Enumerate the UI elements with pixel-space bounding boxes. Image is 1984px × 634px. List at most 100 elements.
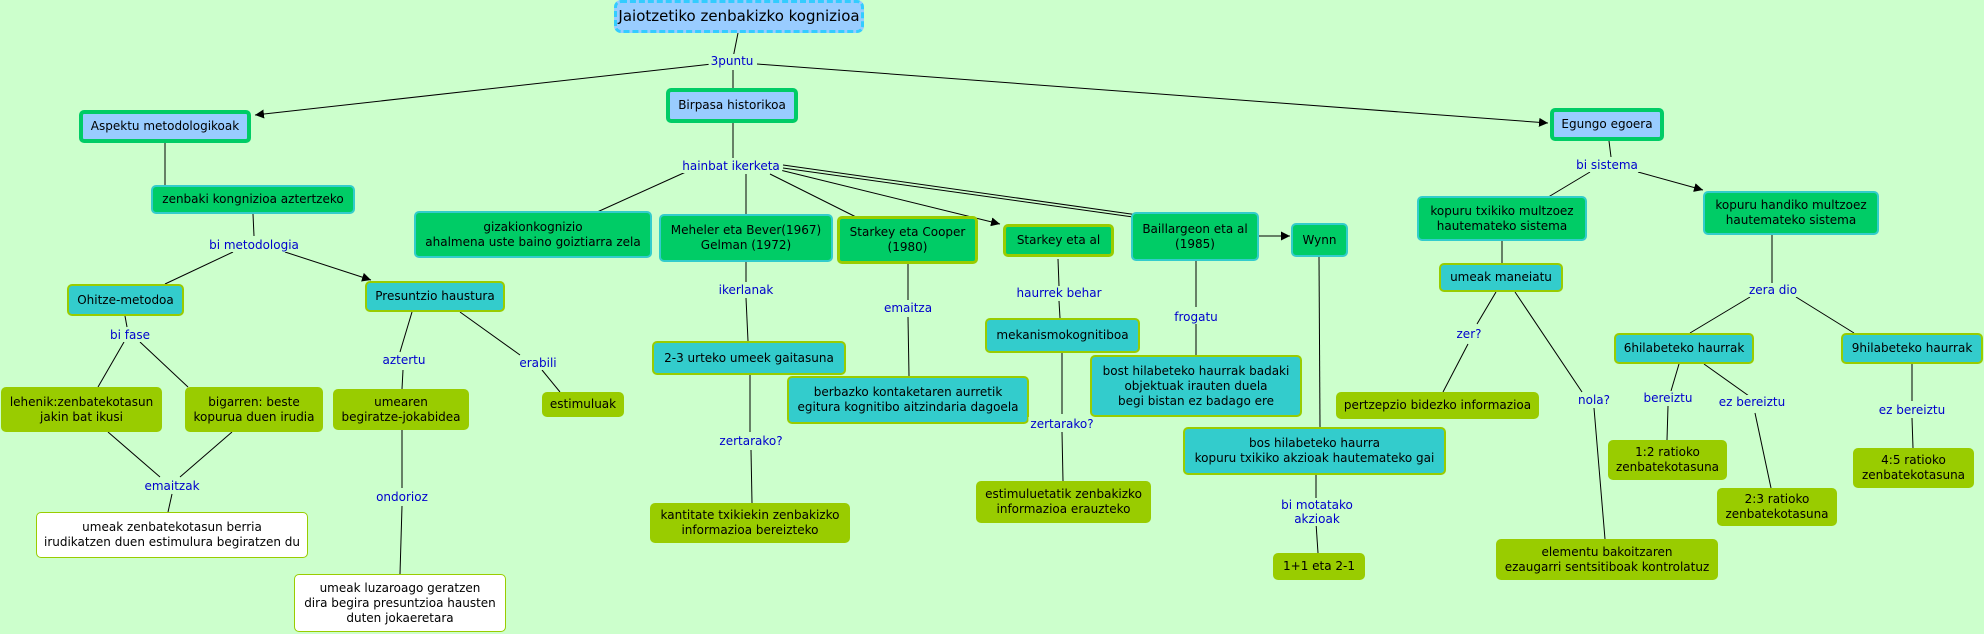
link-line: [252, 213, 255, 237]
link-label-zera-dio: zera dio: [1746, 283, 1800, 297]
link-line: [1544, 171, 1591, 200]
link-label-zertarako-1: zertarako?: [717, 434, 785, 448]
concept-6hilabeteko-haurrak[interactable]: 6hilabeteko haurrak: [1614, 333, 1754, 364]
link-line: [1476, 291, 1497, 325]
link-line: [179, 431, 233, 478]
link-label-ez-bereiztu-6: ez bereiztu: [1716, 395, 1788, 409]
concept-ratio-1-2[interactable]: 1:2 ratioko zenbatekotasuna: [1608, 440, 1727, 480]
link-label-zertarako-2: zertarako?: [1028, 417, 1096, 431]
concept-2-3-urteko[interactable]: 2-3 urteko umeek gaitasuna: [652, 341, 846, 375]
link-line: [541, 369, 561, 393]
concept-starkey-eta-al[interactable]: Starkey eta al: [1003, 224, 1114, 257]
link-arrow: [756, 63, 1549, 127]
concept-bos-hilabeteko-haurra[interactable]: bos hilabeteko haurra kopuru txikiko akz…: [1183, 427, 1446, 475]
link-label-bi-fase: bi fase: [108, 328, 152, 342]
concept-pertzepzio[interactable]: pertzepzio bidezko informazioa: [1336, 392, 1539, 419]
link-line: [732, 32, 739, 59]
link-arrow: [779, 169, 1001, 227]
link-label-bi-metodologia: bi metodologia: [207, 238, 301, 252]
link-line: [401, 369, 404, 390]
link-label-ez-bereiztu-9: ez bereiztu: [1876, 403, 1948, 417]
link-line: [782, 167, 1134, 218]
link-line: [750, 449, 753, 504]
link-label-frogatu: frogatu: [1172, 310, 1220, 324]
link-label-emaitza: emaitza: [881, 301, 935, 315]
concept-egungo-egoera[interactable]: Egungo egoera: [1550, 108, 1664, 141]
link-line: [1608, 140, 1612, 158]
link-line: [124, 315, 128, 328]
link-line: [164, 251, 234, 285]
concept-ratio-4-5[interactable]: 4:5 ratioko zenbatekotasuna: [1853, 448, 1974, 488]
concept-estimuluak[interactable]: estimuluak: [542, 392, 624, 417]
link-line: [1318, 256, 1321, 428]
concept-ohitze-metodoa[interactable]: Ohitze-metodoa: [67, 284, 184, 316]
concept-zenbaki-kognizioa[interactable]: zenbaki kongnizioa aztertzeko: [151, 185, 355, 214]
concept-kopuru-handiko[interactable]: kopuru handiko multzoez hautemateko sist…: [1703, 191, 1879, 235]
link-arrow: [254, 63, 713, 119]
link-line: [1058, 300, 1061, 319]
concept-umeak-maneiatu[interactable]: umeak maneiatu: [1439, 263, 1563, 292]
link-line: [107, 431, 161, 478]
concept-umeak-luzaroago[interactable]: umeak luzaroago geratzen dira begira pre…: [294, 574, 506, 632]
link-line: [1689, 296, 1751, 334]
link-line: [1057, 258, 1060, 287]
concept-estimuluetatik[interactable]: estimuluetatik zenbakizko informazioa er…: [976, 481, 1151, 523]
concept-root[interactable]: Jaiotzetiko zenbakizko kognizioa: [614, 0, 864, 33]
link-line: [1514, 291, 1583, 393]
link-label-erabili: erabili: [517, 356, 559, 370]
concept-aspektu-metodologikoak[interactable]: Aspektu metodologikoak: [79, 110, 251, 143]
concept-1-plus-1[interactable]: 1+1 eta 2-1: [1273, 553, 1365, 580]
concept-kopuru-txikiko[interactable]: kopuru txikiko multzoez hautemateko sist…: [1417, 196, 1587, 241]
link-arrow: [1637, 171, 1704, 192]
concept-ratio-2-3[interactable]: 2:3 ratioko zenbatekotasuna: [1717, 488, 1837, 526]
link-line: [594, 170, 689, 214]
link-line: [1315, 522, 1319, 554]
link-line: [1703, 363, 1750, 397]
link-line: [1061, 431, 1064, 482]
link-label-ondorioz: ondorioz: [374, 490, 430, 504]
link-line: [745, 297, 749, 342]
link-arrow: [284, 251, 372, 282]
concept-presuntzio-haustura[interactable]: Presuntzio haustura: [365, 281, 505, 312]
link-line: [1795, 296, 1855, 334]
concept-9hilabeteko-haurrak[interactable]: 9hilabeteko haurrak: [1841, 333, 1983, 364]
concept-starkey-cooper[interactable]: Starkey eta Cooper (1980): [837, 216, 978, 264]
link-line: [782, 164, 1139, 216]
link-label-3puntu: 3puntu: [708, 54, 756, 68]
concept-birpasa-historikoa[interactable]: Birpasa historikoa: [666, 88, 798, 123]
concept-gizakion-kognizio[interactable]: gizakionkognizio ahalmena uste baino goi…: [414, 211, 652, 258]
concept-bost-hilabeteko-badaki[interactable]: bost hilabeteko haurrak badaki objektuak…: [1090, 355, 1302, 417]
link-label-aztertu: aztertu: [380, 353, 428, 367]
link-line: [1670, 363, 1680, 392]
concept-umearen-begiratze[interactable]: umearen begiratze-jokabidea: [333, 389, 469, 430]
link-line: [1666, 405, 1669, 441]
concept-berbazko-kontaketa[interactable]: berbazko kontaketaren aurretik egitura k…: [787, 376, 1029, 424]
link-line: [399, 311, 413, 353]
concept-wynn[interactable]: Wynn: [1291, 223, 1348, 257]
link-label-emaitzak: emaitzak: [142, 479, 202, 493]
concept-mekanismo-kognitiboa[interactable]: mekanismokognitiboa: [985, 318, 1140, 353]
link-line: [1911, 417, 1914, 449]
link-label-haurrek-behar: haurrek behar: [1014, 286, 1104, 300]
link-line: [139, 341, 189, 388]
link-line: [459, 311, 521, 356]
link-label-nola: nola?: [1575, 393, 1613, 407]
link-line: [907, 316, 910, 377]
concept-baillargeon[interactable]: Baillargeon eta al (1985): [1131, 212, 1259, 261]
concept-meheler-bever[interactable]: Meheler eta Bever(1967) Gelman (1972): [659, 214, 833, 262]
concept-lehenik[interactable]: lehenik:zenbatekotasun jakin bat ikusi: [1, 387, 162, 432]
link-label-bi-motatako-akzioak: bi motatako akzioak: [1279, 498, 1355, 526]
link-line: [97, 341, 125, 388]
link-label-ikerlanak: ikerlanak: [716, 283, 776, 297]
concept-kantitate-txikiekin[interactable]: kantitate txikiekin zenbakizko informazi…: [650, 503, 850, 543]
link-label-hainbat-ikerketa: hainbat ikerketa: [680, 159, 782, 173]
link-line: [399, 505, 403, 575]
concept-bigarren[interactable]: bigarren: beste kopurua duen irudia: [185, 387, 323, 432]
link-line: [1593, 407, 1606, 540]
link-line: [1754, 412, 1772, 489]
link-label-zer: zer?: [1454, 327, 1484, 341]
link-line: [167, 493, 173, 513]
concept-elementu-bakoitzaren[interactable]: elementu bakoitzaren ezaugarri sentsitib…: [1496, 539, 1718, 580]
concept-umeak-zenbatekotasun[interactable]: umeak zenbatekotasun berria irudikatzen …: [36, 512, 308, 558]
